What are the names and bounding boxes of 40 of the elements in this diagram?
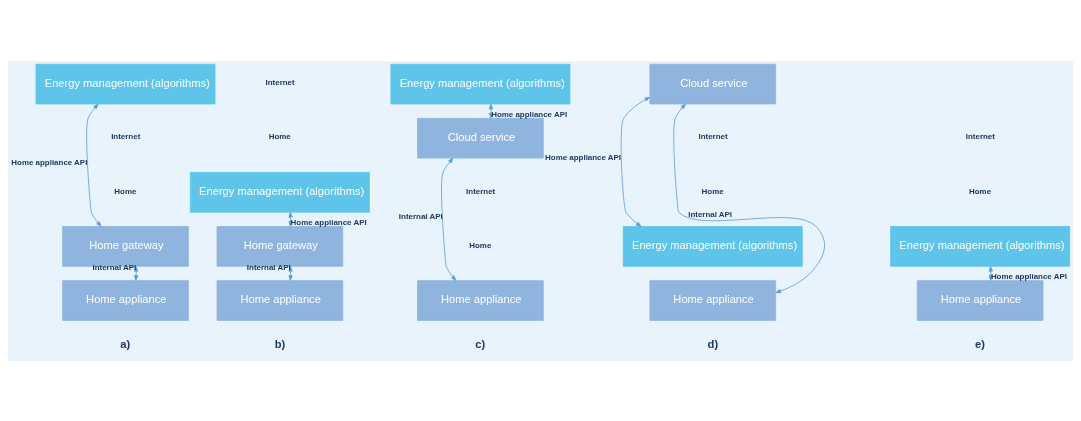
edge-label: Home appliance API xyxy=(545,152,622,162)
edge-label: Home appliance API xyxy=(290,217,367,227)
node-box: Energy management (algorithms) xyxy=(189,171,370,213)
label: Home xyxy=(268,131,291,141)
node-box: Energy management (algorithms) xyxy=(890,225,1071,267)
label: Home xyxy=(469,240,492,250)
label: a) xyxy=(120,337,131,350)
node-box: Home appliance xyxy=(417,279,544,321)
label: Home xyxy=(114,185,137,195)
label: c) xyxy=(475,337,486,350)
node-box: Energy management (algorithms) xyxy=(622,225,803,267)
edge-label: Home appliance API xyxy=(491,109,568,119)
label: Internet xyxy=(965,131,995,141)
node-box: Energy management (algorithms) xyxy=(35,63,216,104)
node-box: Energy management (algorithms) xyxy=(390,63,571,104)
arrow xyxy=(288,211,293,227)
edge-label: Home appliance API xyxy=(990,271,1067,281)
label: b) xyxy=(274,337,286,350)
edge-label: Internal API xyxy=(688,209,733,219)
arrow xyxy=(86,103,102,227)
arrow xyxy=(673,103,825,293)
label: Home xyxy=(701,185,724,195)
arrow xyxy=(441,157,457,281)
edge-label: Home appliance API xyxy=(11,157,88,167)
node-box: Cloud service xyxy=(649,63,777,104)
label: Internet xyxy=(265,77,295,87)
arrow xyxy=(134,265,139,281)
node-box: Home appliance xyxy=(649,279,777,321)
edge-label: Internal API xyxy=(398,211,443,221)
label: d) xyxy=(707,337,719,350)
arrow xyxy=(988,265,993,281)
node-box: Home appliance xyxy=(216,279,344,321)
label: Internet xyxy=(466,185,496,195)
arrow xyxy=(288,265,293,281)
label: Home xyxy=(969,185,992,195)
node-box: Home appliance xyxy=(62,279,189,321)
label: Internet xyxy=(698,131,728,141)
label: e) xyxy=(974,337,985,350)
label: Internet xyxy=(111,131,141,141)
arrow xyxy=(620,96,651,227)
